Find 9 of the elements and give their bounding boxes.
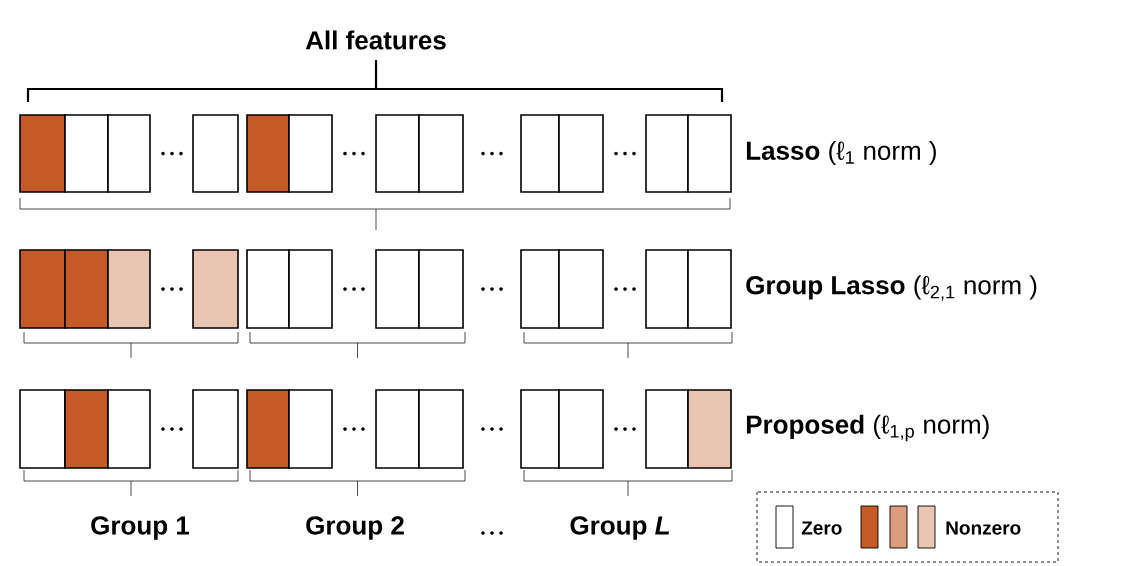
group-label: Group 2 xyxy=(306,516,404,540)
heading: All features xyxy=(305,30,446,50)
row-label: Proposed (ℓ$_{1,p}$ norm) xyxy=(746,414,989,442)
group-label: Group 1 xyxy=(91,516,190,540)
row-label: Lasso (ℓ$_{1}$ norm ) xyxy=(746,140,936,166)
legend-label: Nonzero xyxy=(946,521,1021,535)
row-label: Group Lasso (ℓ$_{2,1}$ norm ) xyxy=(746,275,1037,301)
group-label: Group L xyxy=(570,516,670,540)
legend-label: Zero xyxy=(801,521,842,535)
